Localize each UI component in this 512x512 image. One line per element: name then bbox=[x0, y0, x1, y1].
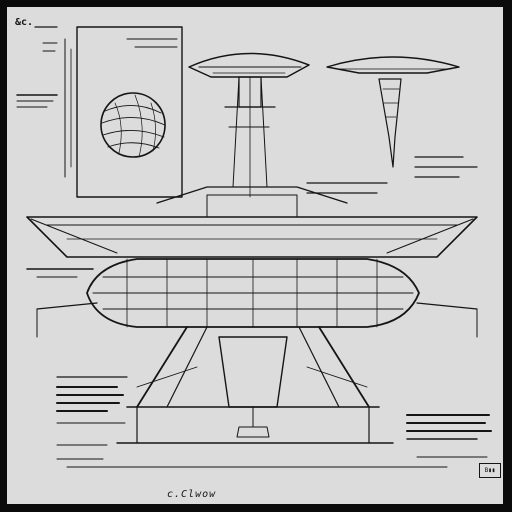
blueprint-frame: &c. c.Clwow B▮▮ bbox=[7, 7, 503, 504]
side-detail-saucer bbox=[326, 56, 460, 168]
spacecraft-blueprint-drawing bbox=[16, 26, 492, 468]
right-notes bbox=[126, 38, 492, 458]
landing-gear bbox=[116, 326, 394, 444]
left-notes bbox=[16, 26, 128, 460]
planet-sketch-icon bbox=[100, 92, 166, 158]
planet-panel bbox=[64, 26, 183, 198]
sheet-stamp: B▮▮ bbox=[479, 463, 501, 478]
blueprint-caption: c.Clwow bbox=[167, 489, 217, 500]
top-saucer bbox=[188, 52, 310, 198]
main-hull bbox=[36, 258, 478, 338]
corner-mark-label: &c. bbox=[15, 17, 34, 28]
upper-hull bbox=[26, 186, 478, 258]
